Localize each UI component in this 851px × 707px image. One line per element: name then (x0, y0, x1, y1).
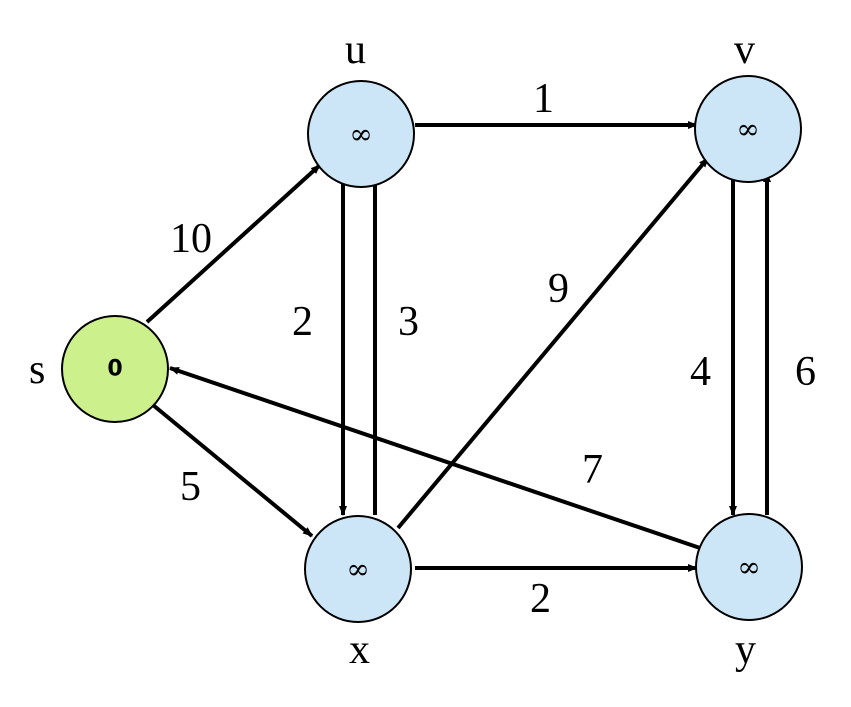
node-circle (61, 315, 169, 423)
node-s: 0 s (29, 315, 169, 423)
node-circle (307, 80, 415, 188)
node-distance: ∞ (346, 553, 369, 586)
edge-y-s (169, 366, 701, 550)
edge-s-x (151, 403, 314, 538)
weight-label-s-u: 10 (170, 216, 212, 262)
weight-label-s-x: 5 (180, 464, 201, 510)
node-circle (694, 75, 802, 183)
node-v: ∞ v (694, 27, 802, 183)
node-distance: ∞ (349, 118, 372, 151)
weight-label-x-v: 9 (548, 266, 569, 312)
weight-label-x-u: 3 (398, 299, 419, 345)
weight-label-u-v: 1 (533, 76, 554, 122)
weight-label-y-v: 6 (795, 349, 816, 395)
node-circle (695, 513, 803, 621)
edge-weights: 10 5 1 2 3 9 4 6 7 2 (170, 76, 816, 622)
node-distance: ∞ (737, 551, 760, 584)
node-circle (304, 515, 412, 623)
edge-s-u (145, 163, 322, 324)
weight-label-x-y: 2 (530, 576, 551, 622)
node-y: ∞ y (695, 513, 803, 673)
node-label: y (735, 627, 756, 673)
weight-label-u-x: 2 (292, 299, 313, 345)
node-distance: 0 (107, 357, 122, 382)
weight-label-y-s: 7 (582, 447, 603, 493)
node-u: ∞ u (307, 27, 415, 188)
edges (145, 121, 771, 572)
node-x: ∞ x (304, 515, 412, 673)
node-distance: ∞ (736, 113, 759, 146)
node-label: v (734, 27, 755, 73)
node-label: s (29, 347, 45, 393)
weight-label-v-y: 4 (690, 349, 711, 395)
node-label: x (349, 627, 370, 673)
edge-x-v (396, 156, 710, 530)
node-label: u (345, 27, 366, 73)
